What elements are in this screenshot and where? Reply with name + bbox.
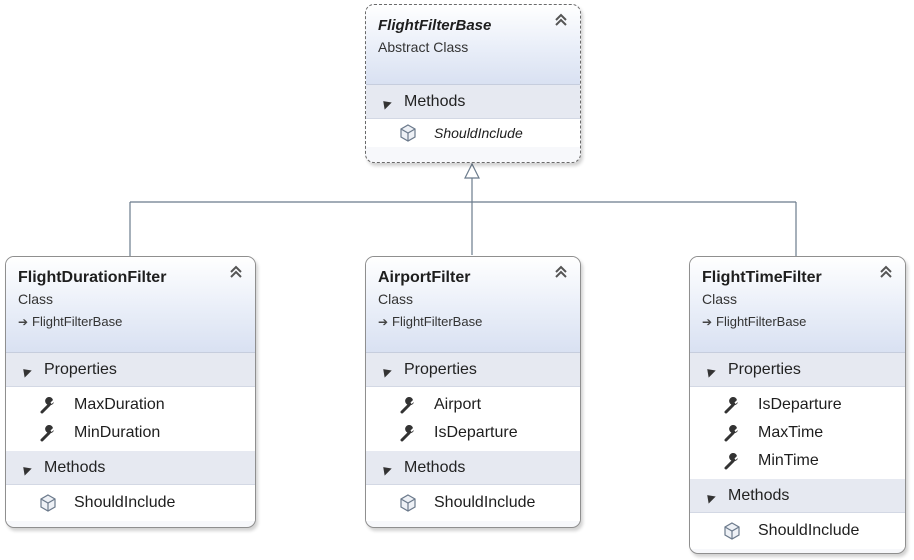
- arrow-right-icon: ➔: [378, 315, 389, 329]
- triangle-expanded-icon: [19, 365, 32, 378]
- property-item[interactable]: MaxDuration: [6, 391, 255, 419]
- property-name: IsDeparture: [434, 424, 518, 441]
- wrench-icon: [400, 425, 414, 442]
- triangle-expanded-icon: [703, 365, 716, 378]
- section-label: Properties: [404, 360, 477, 378]
- wrench-icon: [400, 397, 414, 414]
- property-item[interactable]: Airport: [366, 391, 580, 419]
- method-item[interactable]: ShouldInclude: [690, 517, 905, 545]
- base-class-ref: ➔FlightFilterBase: [702, 312, 905, 332]
- class-box-flight-duration-filter[interactable]: FlightDurationFilter Class ➔FlightFilter…: [5, 256, 256, 528]
- property-name: Airport: [434, 396, 482, 413]
- method-item[interactable]: ShouldInclude: [6, 489, 255, 517]
- property-name: MinDuration: [74, 424, 161, 441]
- wrench-icon: [40, 397, 54, 414]
- property-list: Airport IsDeparture: [366, 387, 580, 451]
- property-item[interactable]: MinDuration: [6, 419, 255, 447]
- section-label: Methods: [728, 486, 790, 504]
- method-list: ShouldInclude: [6, 485, 255, 521]
- method-item[interactable]: ShouldInclude: [366, 119, 580, 147]
- property-name: IsDeparture: [758, 396, 842, 413]
- class-name: AirportFilter: [378, 269, 471, 286]
- property-item[interactable]: IsDeparture: [690, 391, 905, 419]
- section-label: Methods: [404, 92, 466, 110]
- wrench-icon: [40, 425, 54, 442]
- cube-icon: [400, 494, 416, 512]
- cube-icon: [400, 124, 416, 142]
- property-item[interactable]: IsDeparture: [366, 419, 580, 447]
- property-name: MaxDuration: [74, 396, 165, 413]
- class-kind: Abstract Class: [378, 39, 469, 55]
- triangle-expanded-icon: [379, 463, 392, 476]
- base-class-name: FlightFilterBase: [716, 314, 807, 329]
- class-header: AirportFilter Class ➔FlightFilterBase: [366, 257, 580, 353]
- wrench-icon: [724, 425, 738, 442]
- property-item[interactable]: MaxTime: [690, 419, 905, 447]
- inheritance-arrowhead: [464, 162, 480, 179]
- section-methods[interactable]: Methods: [690, 479, 905, 513]
- section-properties[interactable]: Properties: [6, 353, 255, 387]
- property-name: MinTime: [758, 452, 819, 469]
- triangle-expanded-icon: [19, 463, 32, 476]
- triangle-expanded-icon: [703, 491, 716, 504]
- class-box-flight-time-filter[interactable]: FlightTimeFilter Class ➔FlightFilterBase…: [689, 256, 906, 554]
- triangle-expanded-icon: [379, 365, 392, 378]
- wrench-icon: [724, 453, 738, 470]
- double-chevron-up-icon[interactable]: [877, 263, 895, 281]
- class-box-airport-filter[interactable]: AirportFilter Class ➔FlightFilterBase Pr…: [365, 256, 581, 528]
- section-label: Properties: [44, 360, 117, 378]
- cube-icon: [40, 494, 56, 512]
- triangle-expanded-icon: [379, 97, 392, 110]
- class-name: FlightFilterBase: [378, 17, 492, 34]
- class-name: FlightDurationFilter: [18, 269, 167, 286]
- base-class-ref: ➔FlightFilterBase: [18, 312, 255, 332]
- class-header: FlightDurationFilter Class ➔FlightFilter…: [6, 257, 255, 353]
- double-chevron-up-icon[interactable]: [552, 11, 570, 29]
- section-methods[interactable]: Methods: [366, 85, 580, 119]
- method-name: ShouldInclude: [434, 125, 523, 141]
- class-kind: Class: [378, 291, 414, 307]
- property-item[interactable]: MinTime: [690, 447, 905, 475]
- class-kind: Class: [18, 291, 54, 307]
- method-name: ShouldInclude: [758, 522, 860, 539]
- section-properties[interactable]: Properties: [690, 353, 905, 387]
- section-properties[interactable]: Properties: [366, 353, 580, 387]
- section-label: Methods: [44, 458, 106, 476]
- double-chevron-up-icon[interactable]: [227, 263, 245, 281]
- method-list: ShouldInclude: [366, 485, 580, 521]
- section-methods[interactable]: Methods: [6, 451, 255, 485]
- class-header: FlightTimeFilter Class ➔FlightFilterBase: [690, 257, 905, 353]
- class-box-flight-filter-base[interactable]: FlightFilterBase Abstract Class Methods …: [365, 4, 581, 163]
- class-kind: Class: [702, 291, 738, 307]
- section-methods[interactable]: Methods: [366, 451, 580, 485]
- class-header: FlightFilterBase Abstract Class: [366, 5, 580, 85]
- cube-icon: [724, 522, 740, 540]
- arrow-right-icon: ➔: [702, 315, 713, 329]
- method-name: ShouldInclude: [434, 494, 536, 511]
- base-class-name: FlightFilterBase: [32, 314, 123, 329]
- section-label: Methods: [404, 458, 466, 476]
- property-name: MaxTime: [758, 424, 824, 441]
- wrench-icon: [724, 397, 738, 414]
- property-list: MaxDuration MinDuration: [6, 387, 255, 451]
- base-class-name: FlightFilterBase: [392, 314, 483, 329]
- method-list: ShouldInclude: [690, 513, 905, 549]
- method-name: ShouldInclude: [74, 494, 176, 511]
- base-class-ref: ➔FlightFilterBase: [378, 312, 580, 332]
- method-item[interactable]: ShouldInclude: [366, 489, 580, 517]
- class-name: FlightTimeFilter: [702, 269, 822, 286]
- property-list: IsDeparture MaxTime MinTime: [690, 387, 905, 479]
- double-chevron-up-icon[interactable]: [552, 263, 570, 281]
- section-label: Properties: [728, 360, 801, 378]
- arrow-right-icon: ➔: [18, 315, 29, 329]
